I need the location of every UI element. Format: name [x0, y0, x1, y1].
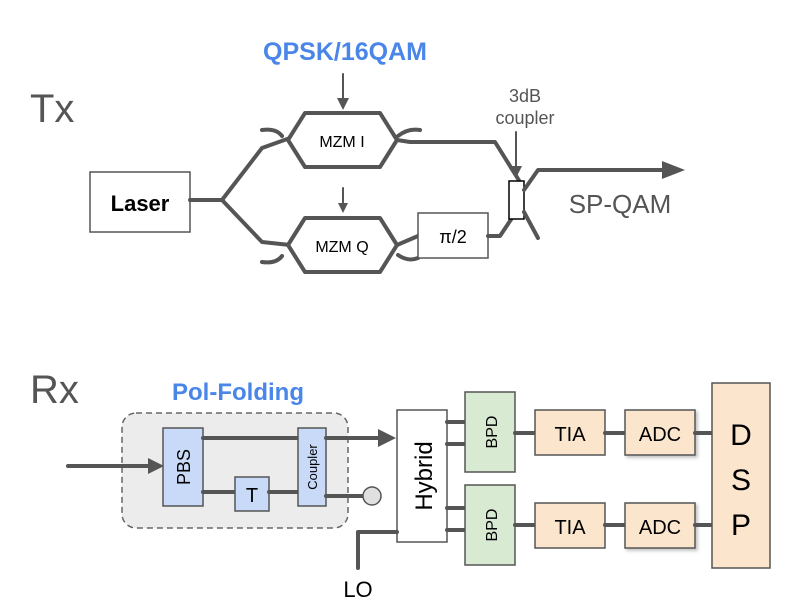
- laser-label: Laser: [111, 191, 170, 216]
- rx-coupler-label: Coupler: [305, 444, 320, 490]
- adc-bottom-label: ADC: [639, 517, 681, 539]
- adc-top-label: ADC: [639, 424, 681, 446]
- dsp-letter-d: D: [730, 419, 752, 452]
- mzm-q-output-tick: [396, 253, 420, 262]
- bpd-top-box: [464, 391, 516, 473]
- mzm-i-input-tick: [260, 127, 284, 138]
- coupler-label-line2: coupler: [495, 108, 554, 128]
- delay-box: [234, 476, 270, 512]
- coupler-label-line1: 3dB: [509, 86, 541, 106]
- mzm-i-output-line: [395, 138, 522, 184]
- modulation-arrow-head: [337, 98, 349, 110]
- tia-bottom-label: TIA: [554, 517, 586, 539]
- coupler-3db-box: [508, 180, 525, 220]
- bpd-bottom-label: BPD: [484, 509, 501, 542]
- termination-icon: [362, 486, 382, 506]
- mzm-i-label: MZM I: [319, 134, 364, 151]
- mzm-q-label: MZM Q: [315, 239, 368, 256]
- pbs-box: [162, 427, 204, 507]
- mzm-q-drive-arrow-head: [338, 203, 348, 213]
- rx-coupler-box: [297, 427, 327, 507]
- dsp-box: [711, 382, 771, 569]
- coupler-to-hybrid-arrow-head: [378, 429, 396, 447]
- tx-output-label: SP-QAM: [569, 189, 672, 219]
- hybrid-label: Hybrid: [411, 441, 438, 510]
- rx-label: Rx: [30, 368, 79, 412]
- tia-top-box: [534, 409, 606, 456]
- delay-label: T: [246, 485, 258, 507]
- lo-label: LO: [343, 577, 372, 602]
- pbs-label: PBS: [174, 449, 194, 485]
- coupler-unused-port: [522, 210, 540, 240]
- phase-shifter-label: π/2: [439, 227, 466, 247]
- coupler-pointer-head: [510, 166, 522, 178]
- dsp-letter-p: P: [731, 509, 751, 542]
- bpd-top-label: BPD: [484, 416, 501, 449]
- coupler-output-line: [522, 168, 667, 192]
- adc-bottom-box: [624, 502, 696, 549]
- phase-shifter-output-line: [486, 210, 518, 238]
- lo-input-line: [356, 530, 399, 570]
- modulation-format-label: QPSK/16QAM: [263, 38, 427, 66]
- mzm-q-output-line: [395, 234, 420, 247]
- splitter-lower-arm: [220, 198, 292, 247]
- mzm-i-output-tick: [396, 127, 422, 138]
- rx-input-arrow-head: [148, 458, 164, 474]
- mzm-q-input-tick: [260, 254, 284, 265]
- laser-box: [89, 171, 191, 233]
- phase-shifter-box: [417, 212, 489, 259]
- pol-folding-label: Pol-Folding: [172, 379, 304, 406]
- dsp-letter-s: S: [731, 464, 751, 497]
- output-arrow-head: [662, 161, 685, 179]
- splitter-upper-arm: [188, 136, 292, 202]
- tx-label: Tx: [30, 87, 74, 131]
- tia-top-label: TIA: [554, 424, 586, 446]
- hybrid-box: [396, 409, 448, 543]
